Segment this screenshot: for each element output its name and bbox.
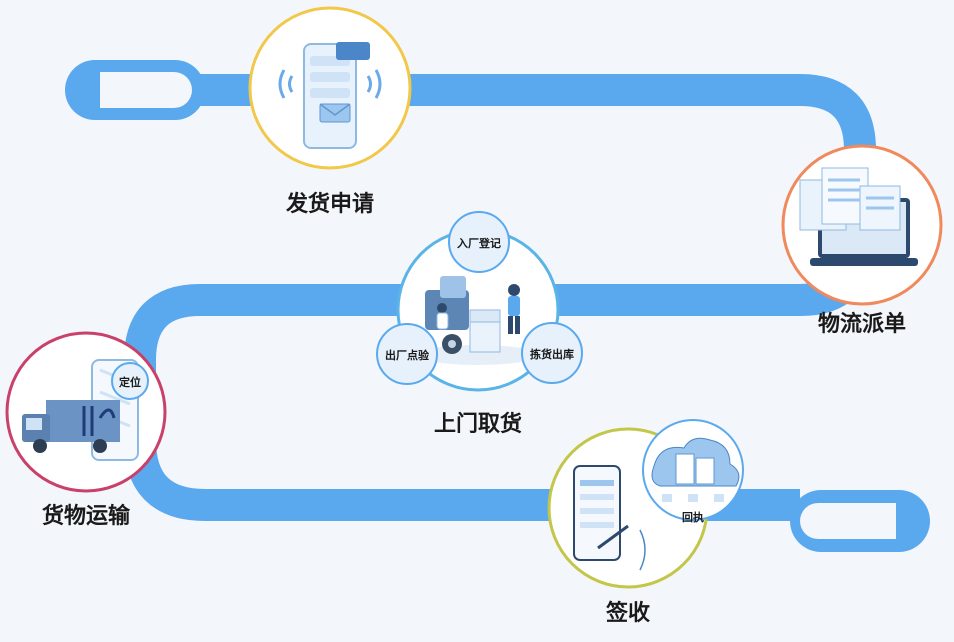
step-pickup-node [376,211,583,392]
transport-badge-location: 定位 [119,376,141,389]
step-pickup-label: 上门取货 [433,412,523,437]
step-apply-label: 发货申请 [285,192,375,217]
step-dispatch-node [781,144,943,306]
step-dispatch-label: 物流派单 [817,312,907,337]
pickup-sub-register: 入厂登记 [457,237,501,250]
sign-badge-receipt: 回执 [682,511,704,524]
step-transport-node [5,331,167,493]
start-cap [65,60,205,120]
pickup-sub-outbound: 拣货出库 [530,348,574,361]
step-sign-node [547,419,744,589]
pickup-sub-inspect: 出厂点验 [385,349,429,362]
step-sign-label: 签收 [605,601,651,626]
step-apply-node [248,6,412,170]
end-cap [790,490,930,552]
step-transport-label: 货物运输 [41,504,131,529]
